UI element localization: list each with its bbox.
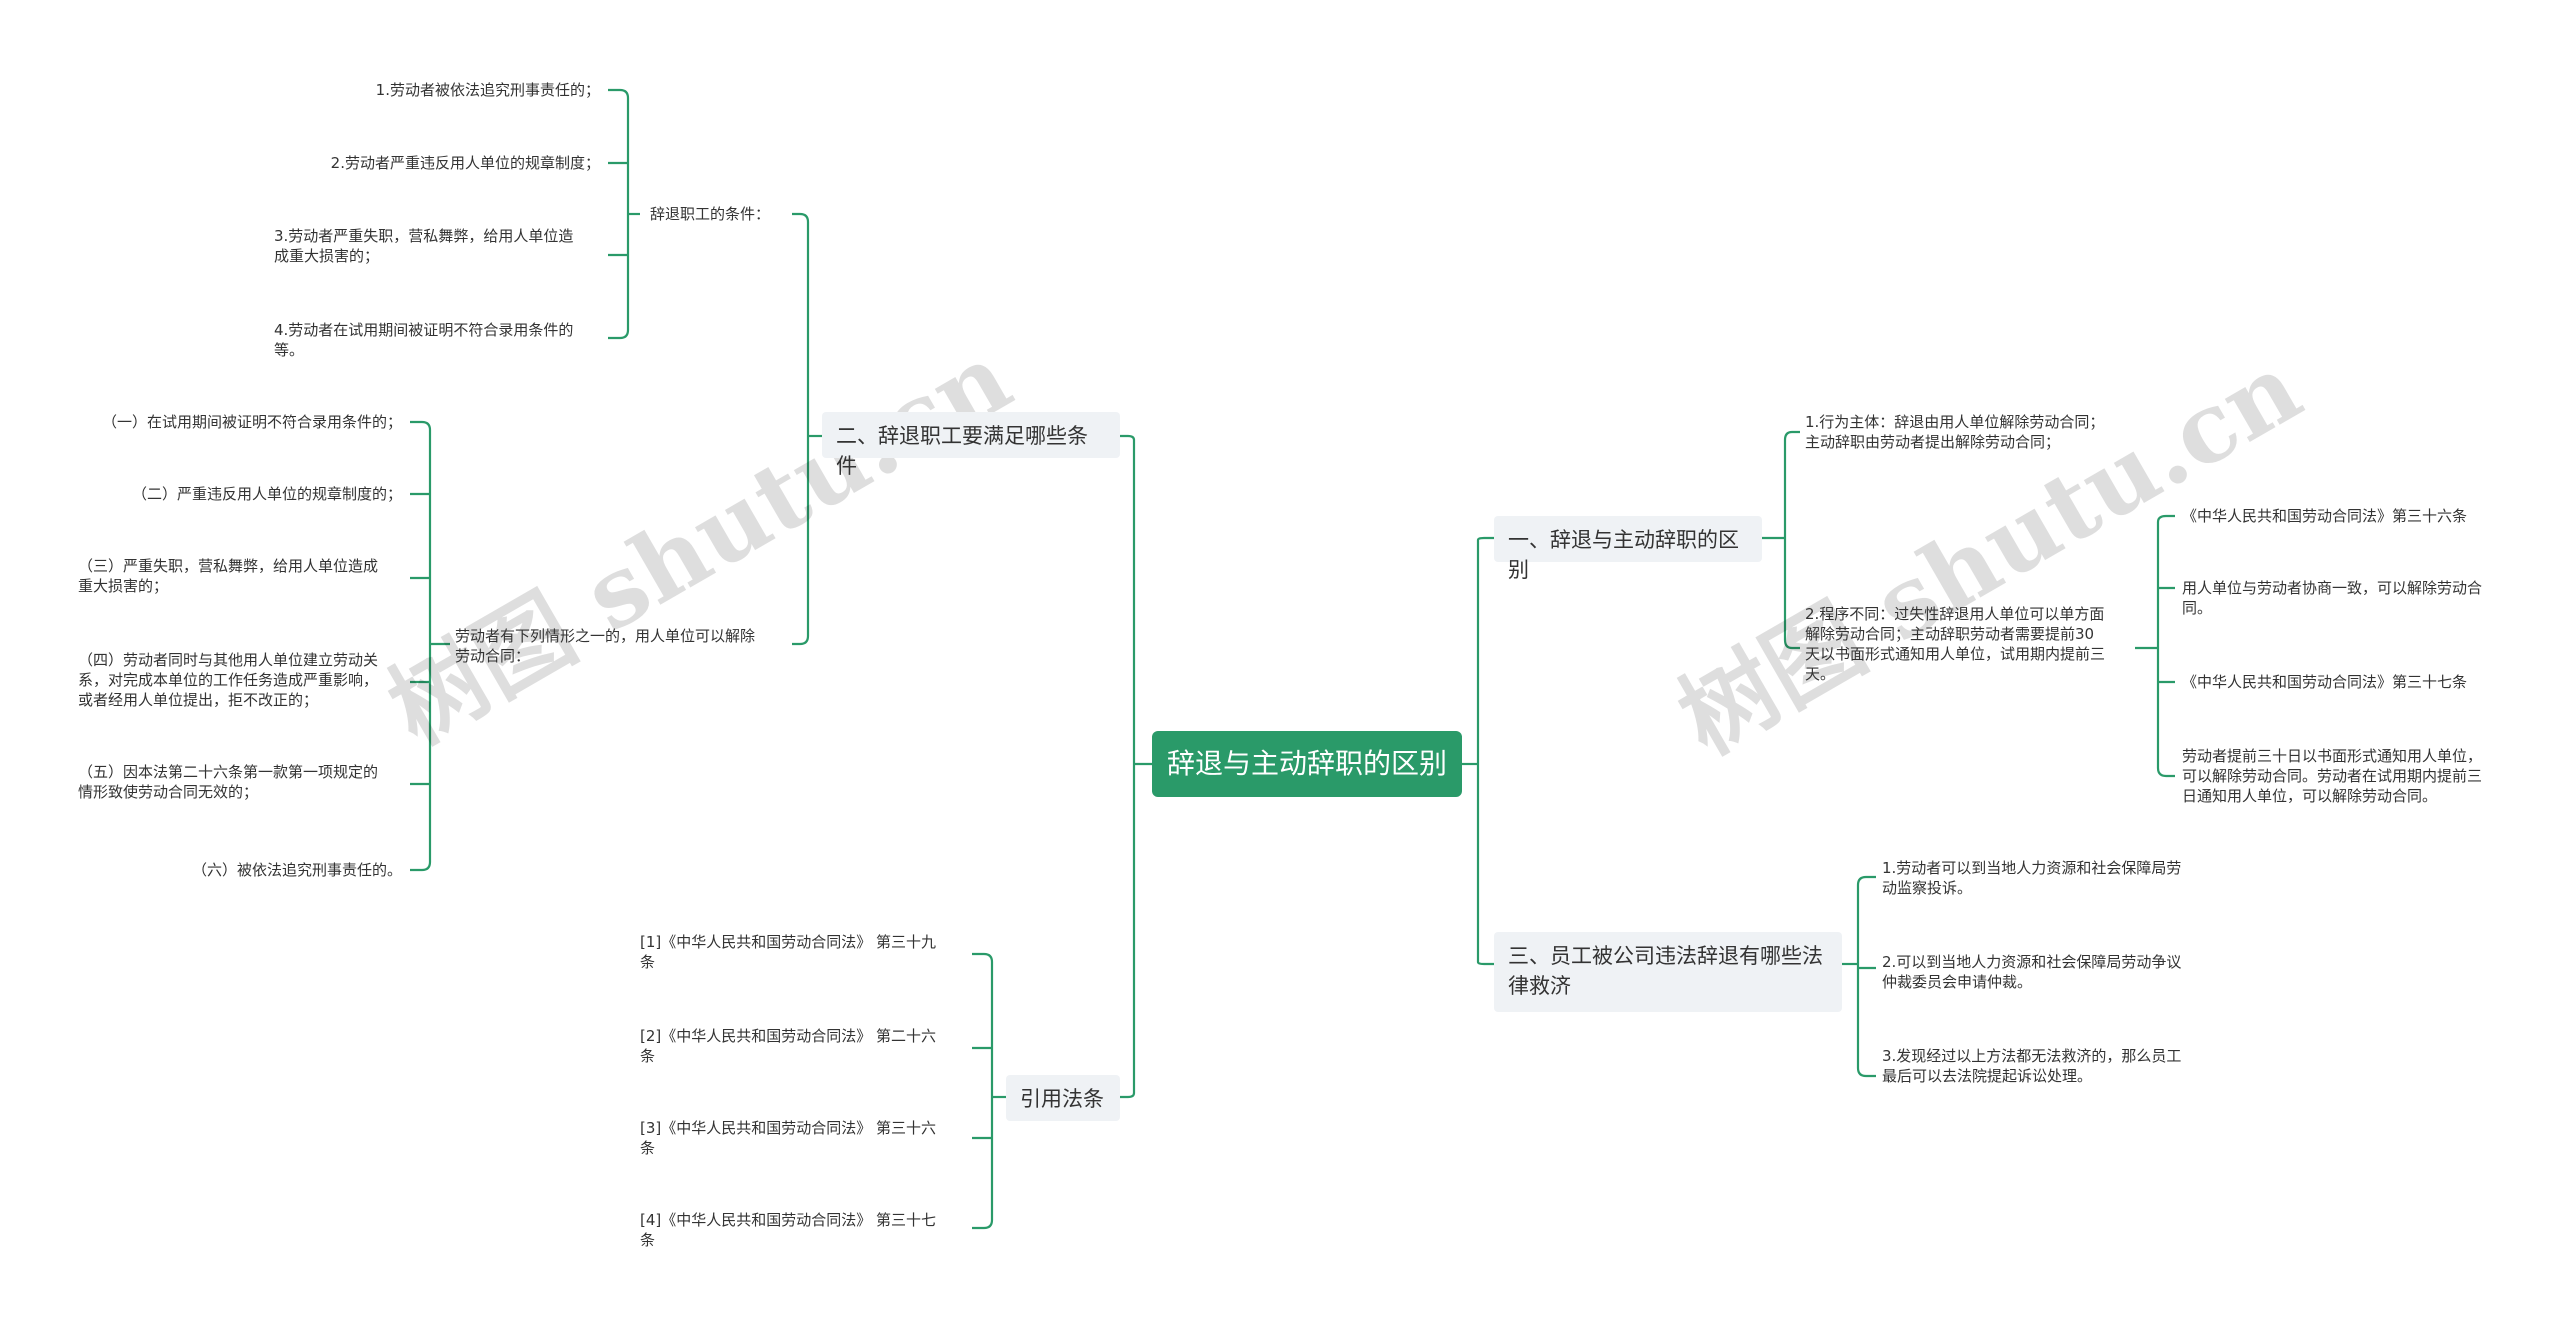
reference-item[interactable]: [3]《中华人民共和国劳动合同法》 第三十六 条 (640, 1119, 937, 1157)
connector-ref-1 (972, 952, 994, 963)
case-item[interactable]: （三）严重失职，营私舞弊，给用人单位造成 重大损害的； (78, 557, 379, 595)
cases-label[interactable]: 劳动者有下列情形之一的，用人单位可以解除 劳动合同： (455, 627, 756, 665)
root-topic[interactable]: 辞退与主动辞职的区别 (1152, 731, 1462, 797)
condition-item[interactable]: 1.劳动者被依法追究刑事责任的； (375, 81, 600, 99)
connector-t3-3 (1856, 1067, 1876, 1078)
connector-root-t2 (1120, 434, 1136, 441)
condition-item[interactable]: 3.劳动者严重失职，营私舞弊，给用人单位造 成重大损害的； (274, 227, 574, 265)
watermark-left: 树图 shutu.cn (370, 320, 1029, 767)
law-item[interactable]: 《中华人民共和国劳动合同法》第三十六条 (2182, 507, 2468, 525)
connector-root-t3 (1476, 961, 1494, 966)
connector-law-1 (2156, 514, 2175, 523)
topic-difference[interactable]: 一、辞退与主动辞职的区别 (1494, 516, 1762, 582)
case-item[interactable]: （六）被依法追究刑事责任的。 (191, 861, 402, 879)
remedy-item[interactable]: 2.可以到当地人力资源和社会保障局劳动争议 仲裁委员会申请仲裁。 (1882, 953, 2182, 991)
connector-cases-1 (410, 420, 432, 431)
connector-t1-subject (1783, 430, 1800, 441)
connector-cond-1 (608, 88, 630, 99)
reference-item[interactable]: [4]《中华人民共和国劳动合同法》 第三十七 条 (640, 1211, 937, 1249)
topic-references[interactable]: 引用法条 (1006, 1075, 1120, 1121)
connector-t1-procedure (1783, 639, 1800, 650)
case-item[interactable]: （四）劳动者同时与其他用人单位建立劳动关 系，对完成本单位的工作任务造成严重影响… (78, 651, 379, 709)
topic-conditions[interactable]: 二、辞退职工要满足哪些条件 (822, 412, 1120, 478)
condition-item[interactable]: 2.劳动者严重违反用人单位的规章制度； (330, 154, 600, 172)
difference-subject[interactable]: 1.行为主体：辞退由用人单位解除劳动合同； 主动辞职由劳动者提出解除劳动合同； (1805, 413, 2105, 451)
connector-root-t4 (1120, 1092, 1136, 1099)
law-item[interactable]: 劳动者提前三十日以书面形式通知用人单位， 可以解除劳动合同。劳动者在试用期内提前… (2182, 747, 2483, 805)
case-item[interactable]: （一）在试用期间被证明不符合录用条件的； (101, 413, 402, 431)
connector-t3-1 (1856, 875, 1876, 886)
remedy-item[interactable]: 3.发现经过以上方法都无法救济的，那么员工 最后可以去法院提起诉讼处理。 (1882, 1047, 2182, 1085)
case-item[interactable]: （五）因本法第二十六条第一款第一项规定的 情形致使劳动合同无效的； (78, 763, 379, 801)
connector-cases-6 (410, 861, 432, 872)
connector-law-4 (2156, 767, 2175, 778)
reference-item[interactable]: [2]《中华人民共和国劳动合同法》 第二十六 条 (640, 1027, 937, 1065)
case-item[interactable]: （二）严重违反用人单位的规章制度的； (131, 485, 402, 503)
conditions-label[interactable]: 辞退职工的条件： (650, 205, 771, 223)
connector-root-t1 (1476, 536, 1494, 541)
law-item[interactable]: 用人单位与劳动者协商一致，可以解除劳动合 同。 (2182, 579, 2483, 617)
reference-item[interactable]: [1]《中华人民共和国劳动合同法》 第三十九 条 (640, 933, 937, 971)
law-item[interactable]: 《中华人民共和国劳动合同法》第三十七条 (2182, 673, 2468, 691)
topic-remedies[interactable]: 三、员工被公司违法辞退有哪些法律救济 (1494, 932, 1842, 1012)
difference-procedure[interactable]: 2.程序不同：过失性辞退用人单位可以单方面 解除劳动合同；主动辞职劳动者需要提前… (1805, 605, 2106, 683)
remedy-item[interactable]: 1.劳动者可以到当地人力资源和社会保障局劳 动监察投诉。 (1882, 859, 2182, 897)
condition-item[interactable]: 4.劳动者在试用期间被证明不符合录用条件的 等。 (274, 321, 574, 359)
connector-ref-4 (972, 1219, 994, 1230)
